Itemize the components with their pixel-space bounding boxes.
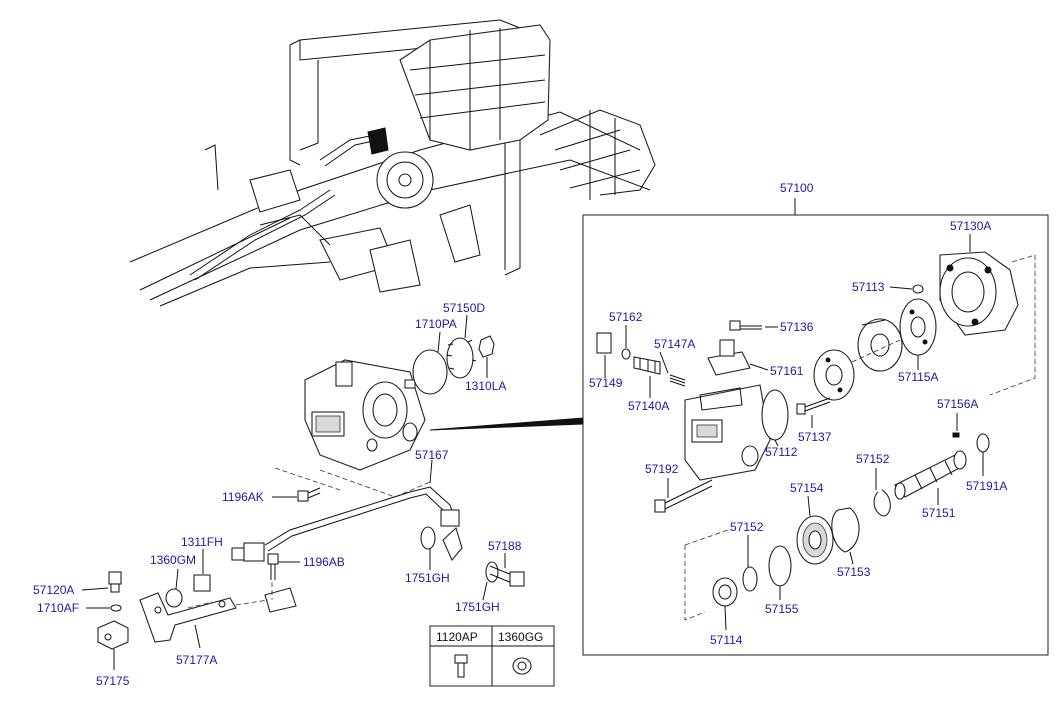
ring-57152-lower <box>742 566 758 592</box>
flange-57130A-drawing <box>939 251 1019 336</box>
leader-wedge <box>429 417 584 431</box>
part-label-57149: 57149 <box>589 376 623 390</box>
part-label-57120A: 57120A <box>33 583 74 597</box>
pump-assembly-box <box>582 214 1049 656</box>
pump-body-drawing <box>684 384 771 481</box>
part-label-57153: 57153 <box>837 565 871 579</box>
gasket-57112 <box>761 389 789 441</box>
part-label-57151: 57151 <box>922 506 956 520</box>
key-57156A <box>952 432 960 438</box>
block-57175-drawing <box>97 620 129 650</box>
part-label-57162: 57162 <box>609 310 643 324</box>
washer-1360GM <box>165 588 183 608</box>
part-label-1196AB: 1196AB <box>303 555 345 569</box>
part-label-57114: 57114 <box>710 633 743 647</box>
part-label-57150D: 57150D <box>443 301 485 315</box>
part-label-1311FH: 1311FH <box>181 535 223 549</box>
part-label-57137: 57137 <box>798 430 832 444</box>
ring-57153-drawing <box>831 507 860 553</box>
part-label-57115A: 57115A <box>898 370 938 384</box>
valve-parts-drawing <box>596 332 686 387</box>
snapring-57191A <box>976 433 990 453</box>
part-label-1196AK: 1196AK <box>222 490 264 504</box>
nut-1310LA-drawing <box>478 335 495 358</box>
part-label-1751GH-a: 1751GH <box>405 571 450 585</box>
part-label-57152-upper: 57152 <box>856 452 890 466</box>
part-label-1751GH-b: 1751GH <box>455 600 500 614</box>
bolt-57136-drawing <box>729 320 762 331</box>
washer-1751GH-b <box>485 561 499 583</box>
part-label-57100: 57100 <box>780 181 814 195</box>
bolt-57192-drawing <box>654 479 713 513</box>
part-label-1710PA: 1710PA <box>415 317 457 331</box>
connector-57161-drawing <box>707 339 751 376</box>
bolt-57188-drawing <box>489 565 525 587</box>
part-label-57177A: 57177A <box>176 653 217 667</box>
legend-header-1120AP: 1120AP <box>436 630 478 644</box>
part-label-57113: 57113 <box>852 280 885 294</box>
bearing-57154-drawing <box>796 515 834 565</box>
rotor-drawing <box>813 349 855 401</box>
washer-1751GH-a <box>420 526 436 550</box>
shaft-57151-drawing <box>894 450 967 500</box>
part-label-57112: 57112 <box>765 445 798 459</box>
part-label-57152-lower: 57152 <box>730 520 764 534</box>
part-label-57192: 57192 <box>645 462 679 476</box>
plate-57115A-drawing <box>899 298 937 356</box>
part-label-1310LA: 1310LA <box>465 379 506 393</box>
part-label-57154: 57154 <box>790 481 824 495</box>
part-label-1360GM: 1360GM <box>150 553 196 567</box>
part-label-57140A: 57140A <box>628 399 669 413</box>
ring-57152-upper <box>873 489 891 517</box>
part-label-57156A: 57156A <box>937 397 978 411</box>
fitting-57120A-drawing <box>108 571 122 593</box>
spacer-1311FH <box>193 574 211 592</box>
gear-57150D-drawing <box>446 337 477 379</box>
bolt-1196AK-drawing <box>297 487 321 502</box>
part-label-57191A: 57191A <box>966 479 1007 493</box>
oring-57113 <box>912 284 924 294</box>
oring-1710PA <box>412 349 448 395</box>
hose-57167-drawing <box>231 486 463 562</box>
part-label-57167: 57167 <box>415 448 449 462</box>
bolt-1196AB-drawing <box>264 553 297 613</box>
washer-icon <box>512 657 532 675</box>
part-label-57188: 57188 <box>488 539 522 553</box>
part-label-57136: 57136 <box>780 320 814 334</box>
engine-chassis-illustration <box>129 19 656 307</box>
cam-ring-drawing <box>857 318 903 372</box>
main-pump-drawing <box>304 359 426 471</box>
part-label-57175: 57175 <box>96 674 130 688</box>
bracket-57177A-drawing <box>139 592 237 643</box>
part-label-57130A: 57130A <box>950 219 991 233</box>
legend-table: 1120AP 1360GG <box>429 625 555 687</box>
part-label-57161: 57161 <box>770 364 804 378</box>
ring-57155-drawing <box>768 545 792 587</box>
part-label-57155: 57155 <box>765 602 799 616</box>
bolt-icon <box>454 654 468 678</box>
seal-57114-drawing <box>712 577 738 607</box>
part-label-57147A: 57147A <box>654 337 695 351</box>
part-label-1710AF: 1710AF <box>37 601 79 615</box>
oring-1710AF <box>110 604 122 612</box>
bolt-57137-drawing <box>796 397 831 415</box>
legend-header-1360GG: 1360GG <box>498 630 543 644</box>
